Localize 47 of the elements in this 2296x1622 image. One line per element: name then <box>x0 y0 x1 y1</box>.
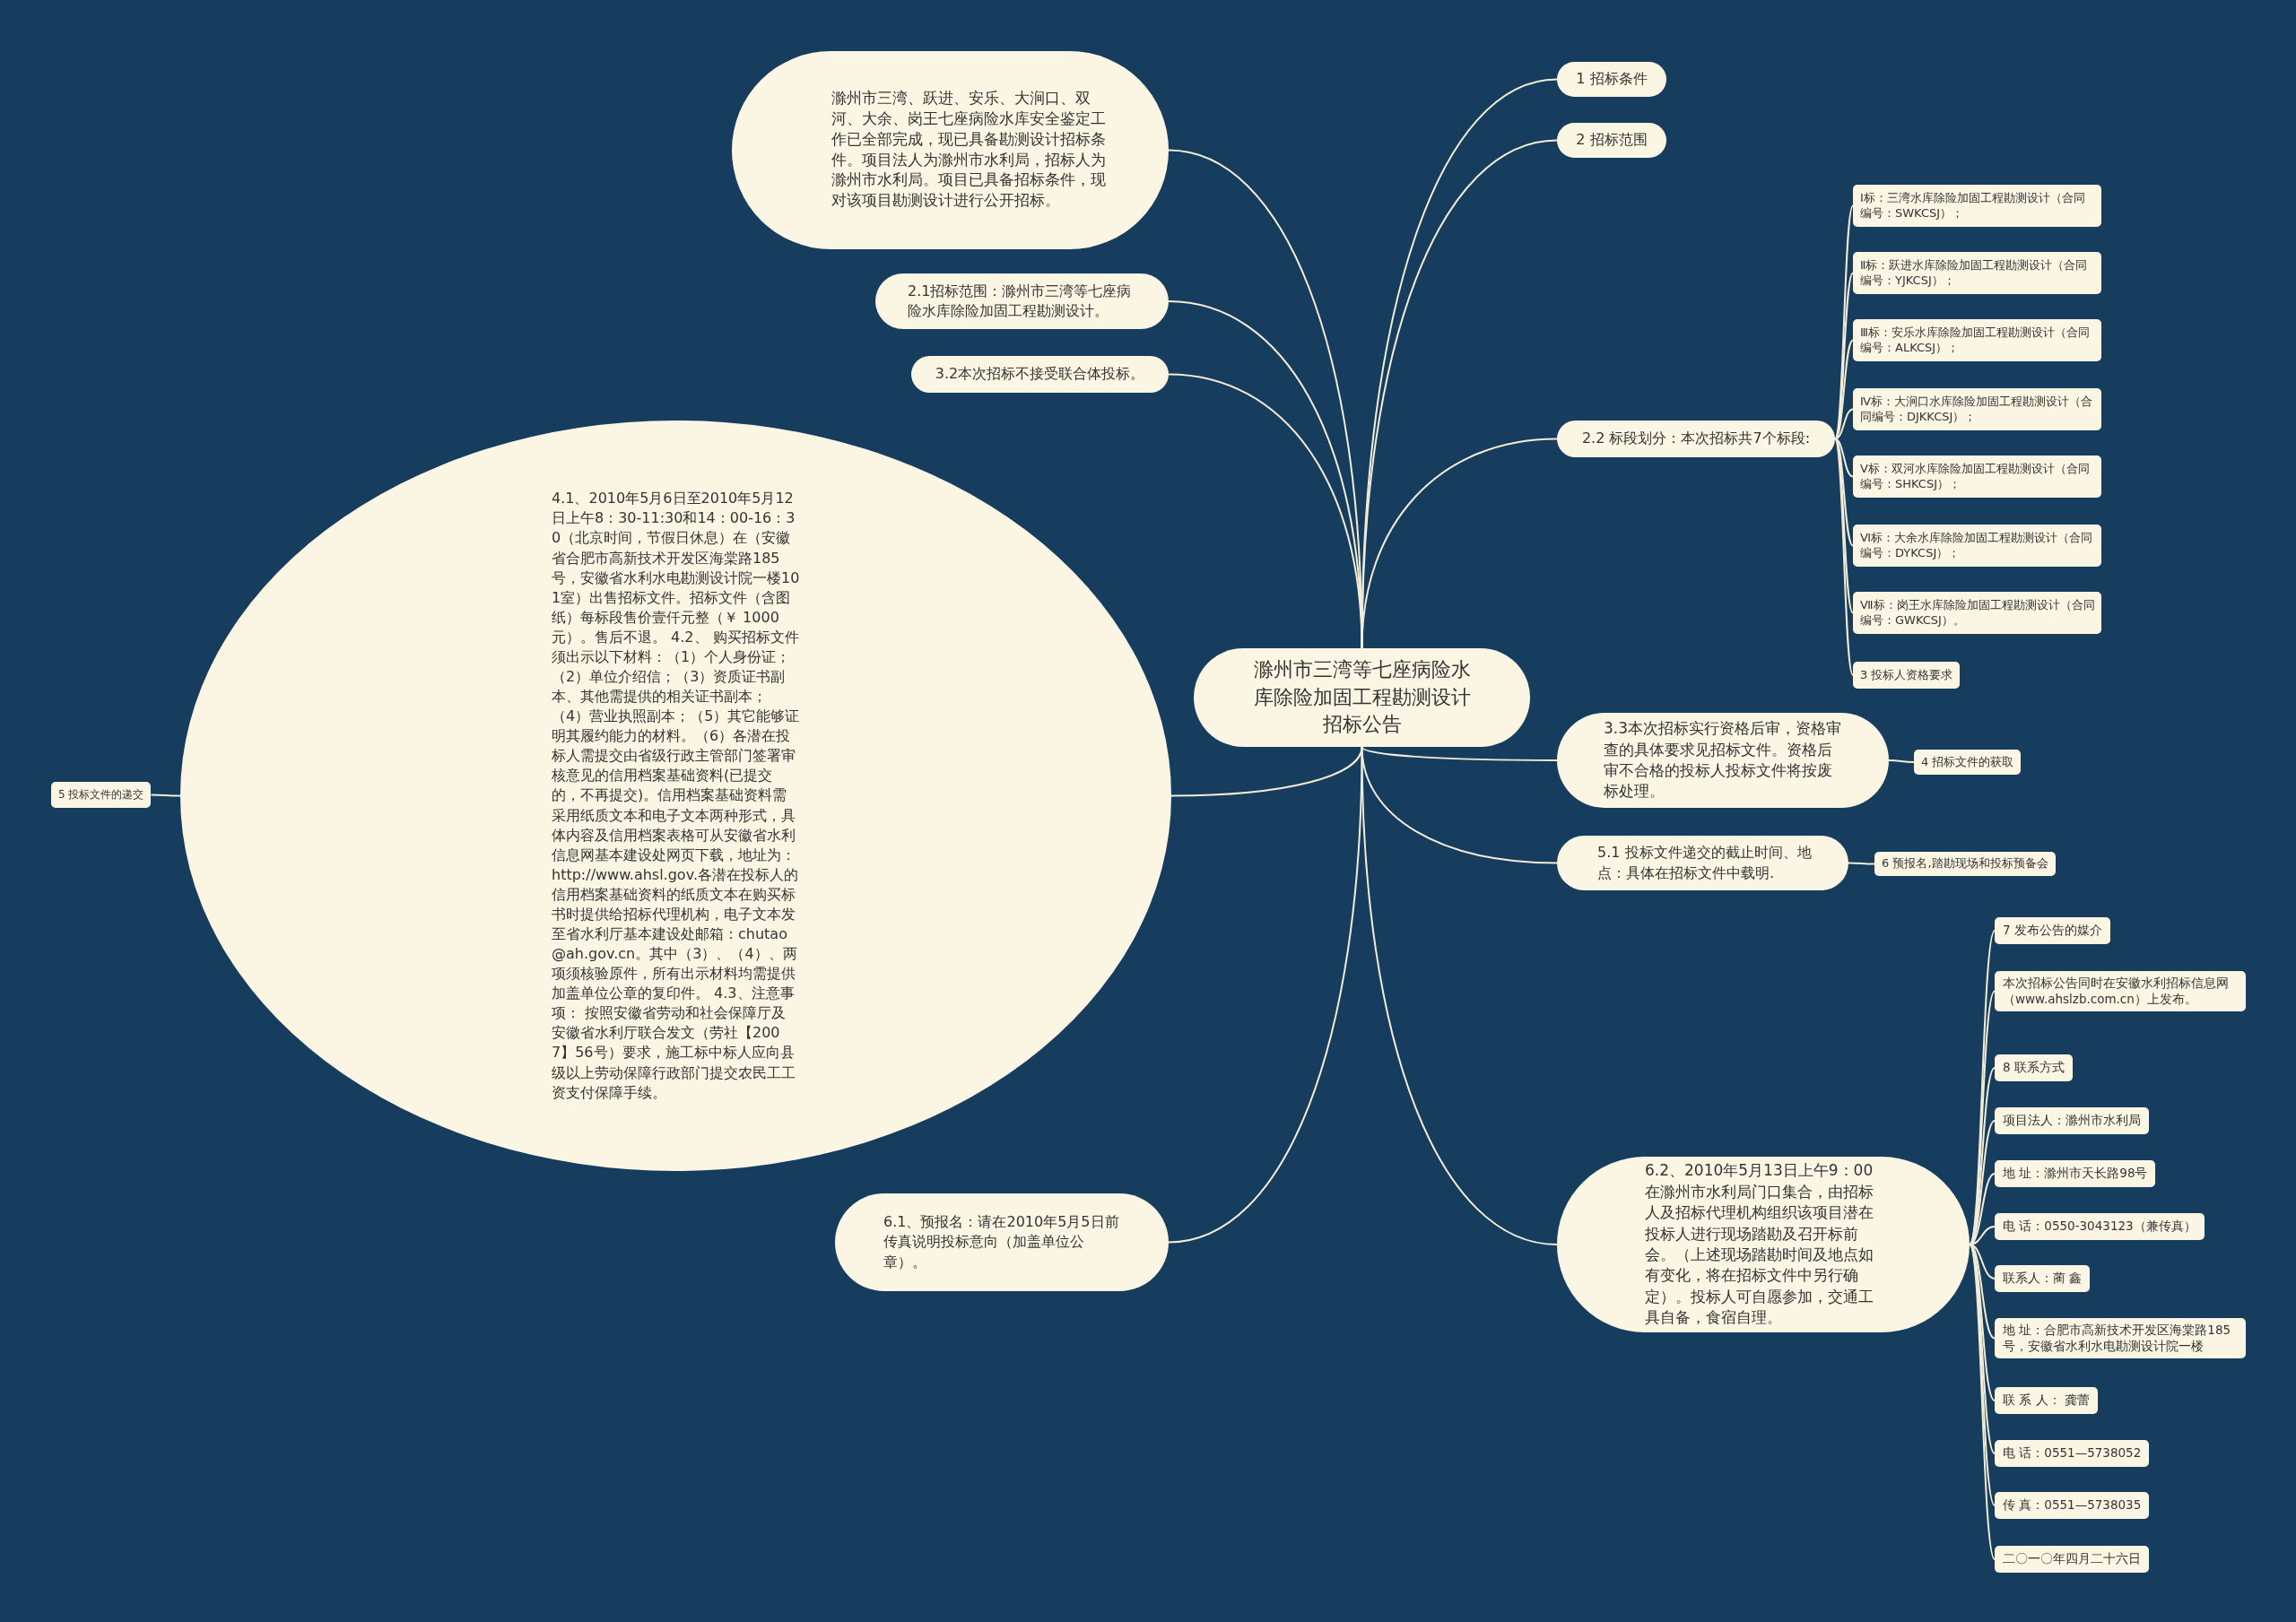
topic-bubble: 2.2 标段划分：本次招标共7个标段: <box>1557 421 1835 457</box>
connector-line <box>150 794 181 797</box>
topic-box: 项目法人：滁州市水利局 <box>1995 1107 2149 1134</box>
topic-box: 联系人：蔺 鑫 <box>1995 1265 2091 1292</box>
topic-box: Ⅵ标：大余水库除险加固工程勘测设计（合同编号：DYKCSJ）； <box>1853 525 2101 567</box>
topic-box: 电 话：0550-3043123（兼传真） <box>1995 1213 2205 1240</box>
connector-line <box>1834 339 1854 440</box>
topic-box: 8 联系方式 <box>1995 1054 2073 1081</box>
topic-box: Ⅴ标：双河水库除险加固工程勘测设计（合同编号：SHKCSJ）； <box>1853 455 2101 498</box>
topic-bubble: 3.2本次招标不接受联合体投标。 <box>911 356 1169 393</box>
topic-bubble: 6.1、预报名：请在2010年5月5日前传真说明投标意向（加盖单位公章）。 <box>835 1193 1169 1291</box>
connector-line <box>1834 438 1854 478</box>
topic-box: Ⅲ标：安乐水库除险加固工程勘测设计（合同编号：ALKCSJ）； <box>1853 319 2101 361</box>
central-topic-bubble: 滁州市三湾等七座病险水库除险加固工程勘测设计招标公告 <box>1194 648 1530 747</box>
connector-line <box>1361 746 1558 761</box>
topic-circle: 4.1、2010年5月6日至2010年5月12日上午8：30-11:30和14：00-16：30（北京时间，节假日休息）在（安徽省合肥市高新技术开发区海棠路185号，安徽省水利水电勘测设计院一楼101室）出售招标文件。招标文件（含图纸）每标段售价壹仟元整（￥ 1000元）。售后不退。 4.2、 购买招标文件须出示以下材料：（1）个人身份证；（2）单位介绍信；（3）资质证书副本、其他需提供的相关证书副本；（4）营业执照副本；（5）其它能够证明其履约能力的材料。（6）各潜在投标人需提交由省级行政主管部门签署审核意见的信用档案基础资料(已提交的，不再提交)。信用档案基础资料需采用纸质文本和电子文本两种形式，具体内容及信用档案表格可从安徽省水利信息网基本建设处网页下载，地址为：http://www.ahsl.gov.各潜在投标人的信用档案基础资料的纸质文本在购买标书时提供给招标代理机构，电子文本发至省水利厅基本建设处邮箱：chutao@ah.gov.cn。其中（3）、（4）、两项须核验原件，所有出示材料均需提供加盖单位公章的复印件。 4.3、注意事项： 按照安徽省劳动和社会保障厅及安徽省水利厅联合发文（劳社【2007】56号）要求，施工标中标人应向县级以上劳动保障行政部门提交农民工工资支付保障手续。 <box>180 421 1171 1171</box>
connector-line <box>1361 746 1558 1245</box>
topic-bubble: 1 招标条件 <box>1557 62 1666 97</box>
topic-box: 传 真：0551—5738035 <box>1995 1492 2150 1519</box>
topic-bubble: 滁州市三湾、跃进、安乐、大涧口、双河、大余、岗王七座病险水库安全鉴定工作已全部完成，现已具备勘测设计招标条件。项目法人为滁州市水利局，招标人为滁州市水利局。项目已具备招标条件，现对该项目勘测设计进行公开招标。 <box>732 51 1169 249</box>
topic-bubble: 6.2、2010年5月13日上午9：00在滁州市水利局门口集合，由招标人及招标代理机构组织该项目潜在投标人进行现场踏勘及召开标前会。（上述现场踏勘时间及地点如有变化，将在招标文件中另行确定）。投标人可自愿参加，交通工具自备，食宿自理。 <box>1557 1157 1970 1332</box>
connector-line <box>1888 759 1915 763</box>
topic-box: Ⅰ标：三湾水库除险加固工程勘测设计（合同编号：SWKCSJ）； <box>1853 185 2101 227</box>
topic-box: 4 招标文件的获取 <box>1914 750 2022 775</box>
topic-box: 6 预报名,踏勘现场和投标预备会 <box>1874 852 2056 876</box>
connector-line <box>1969 990 1996 1245</box>
topic-box: 联 系 人： 龚蕾 <box>1995 1387 2098 1414</box>
connector-line <box>1969 1244 1996 1560</box>
connector-line <box>1848 862 1875 865</box>
topic-box: 本次招标公告同时在安徽水利招标信息网（www.ahslzb.com.cn）上发布。 <box>1995 971 2246 1012</box>
topic-box: Ⅱ标：跃进水库除险加固工程勘测设计（合同编号：YJKCSJ）； <box>1853 252 2101 294</box>
topic-bubble: 2.1招标范围：滁州市三湾等七座病险水库除险加固工程勘测设计。 <box>875 273 1169 329</box>
topic-box: 7 发布公告的媒介 <box>1995 917 2110 944</box>
topic-box: 电 话：0551—5738052 <box>1995 1440 2150 1467</box>
connector-line <box>1834 438 1854 547</box>
topic-box: 二〇一〇年四月二十六日 <box>1995 1546 2149 1573</box>
connector-line <box>1168 746 1363 1244</box>
topic-box: 5 投标文件的递交 <box>51 782 152 808</box>
connector-line <box>1834 408 1854 440</box>
topic-box: Ⅳ标：大涧口水库除险加固工程勘测设计（合同编号：DJKKCSJ）； <box>1853 388 2101 430</box>
topic-box: Ⅶ标：岗王水库除险加固工程勘测设计（合同编号：GWKCSJ）。 <box>1853 592 2101 634</box>
topic-box: 地 址：滁州市天长路98号 <box>1995 1160 2156 1187</box>
topic-box: 地 址：合肥市高新技术开发区海棠路185号，安徽省水利水电勘测设计院一楼 <box>1995 1318 2246 1359</box>
topic-box: 3 投标人资格要求 <box>1853 662 1961 689</box>
topic-bubble: 3.3本次招标实行资格后审，资格审查的具体要求见招标文件。资格后审不合格的投标人投标文件将按废标处理。 <box>1557 713 1889 808</box>
topic-bubble: 5.1 投标文件递交的截止时间、地点：具体在招标文件中载明. <box>1557 836 1848 890</box>
topic-bubble: 2 招标范围 <box>1557 123 1666 158</box>
